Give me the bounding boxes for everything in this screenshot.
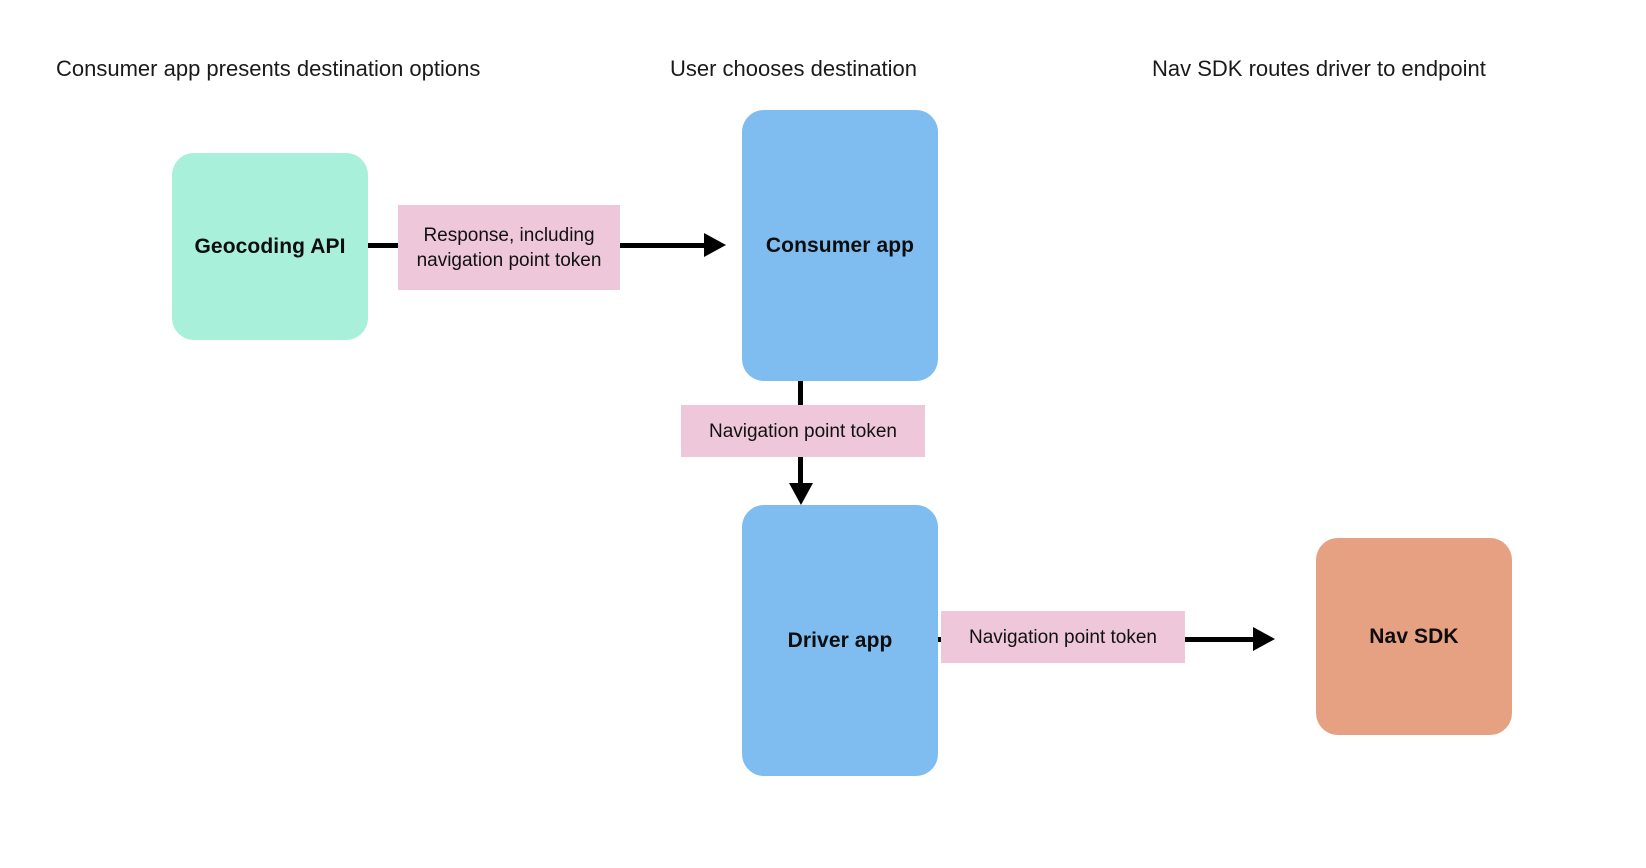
connector-navigation-point-token-label-to-nav-sdk (1180, 637, 1260, 642)
column-header-nav-sdk-routes-driver: Nav SDK routes driver to endpoint (1152, 56, 1486, 81)
node-nav-sdk-label: Nav SDK (1369, 624, 1459, 648)
connector-geocoding-api-to-response-label (366, 243, 404, 248)
connector-navigation-point-token-label-to-driver-app (798, 452, 803, 490)
node-consumer-app-label: Consumer app (765, 233, 915, 257)
column-header-consumer-app-presents: Consumer app presents destination option… (56, 56, 481, 81)
arrowhead-right-icon-to-nav-sdk (1253, 627, 1275, 651)
node-driver-app-label: Driver app (787, 628, 893, 652)
node-geocoding-api-label: Geocoding API (194, 234, 346, 258)
arrowhead-down-icon-to-driver-app (789, 483, 813, 505)
column-header-user-chooses-destination: User chooses destination (670, 56, 918, 81)
edge-label-response-text: Response, including navigation point tok… (416, 224, 602, 271)
node-consumer-app[interactable]: Consumer app (742, 110, 938, 381)
edge-label-response-including-navigation-point-token: Response, including navigation point tok… (398, 205, 620, 290)
edge-label-navigation-point-token-consumer-text: Navigation point token (708, 420, 897, 442)
node-nav-sdk[interactable]: Nav SDK (1316, 538, 1512, 735)
connector-consumer-app-to-navigation-point-token-label (798, 378, 803, 410)
edge-label-navigation-point-token-driver-to-nav-sdk: Navigation point token (941, 611, 1185, 663)
node-geocoding-api[interactable]: Geocoding API (172, 153, 368, 340)
connector-response-label-to-consumer-app (618, 243, 710, 248)
node-driver-app[interactable]: Driver app (742, 505, 938, 776)
edge-label-navigation-point-token-consumer-to-driver: Navigation point token (681, 405, 925, 457)
edge-label-navigation-point-token-driver-text: Navigation point token (968, 626, 1157, 648)
arrowhead-right-icon-to-consumer-app (704, 233, 726, 257)
